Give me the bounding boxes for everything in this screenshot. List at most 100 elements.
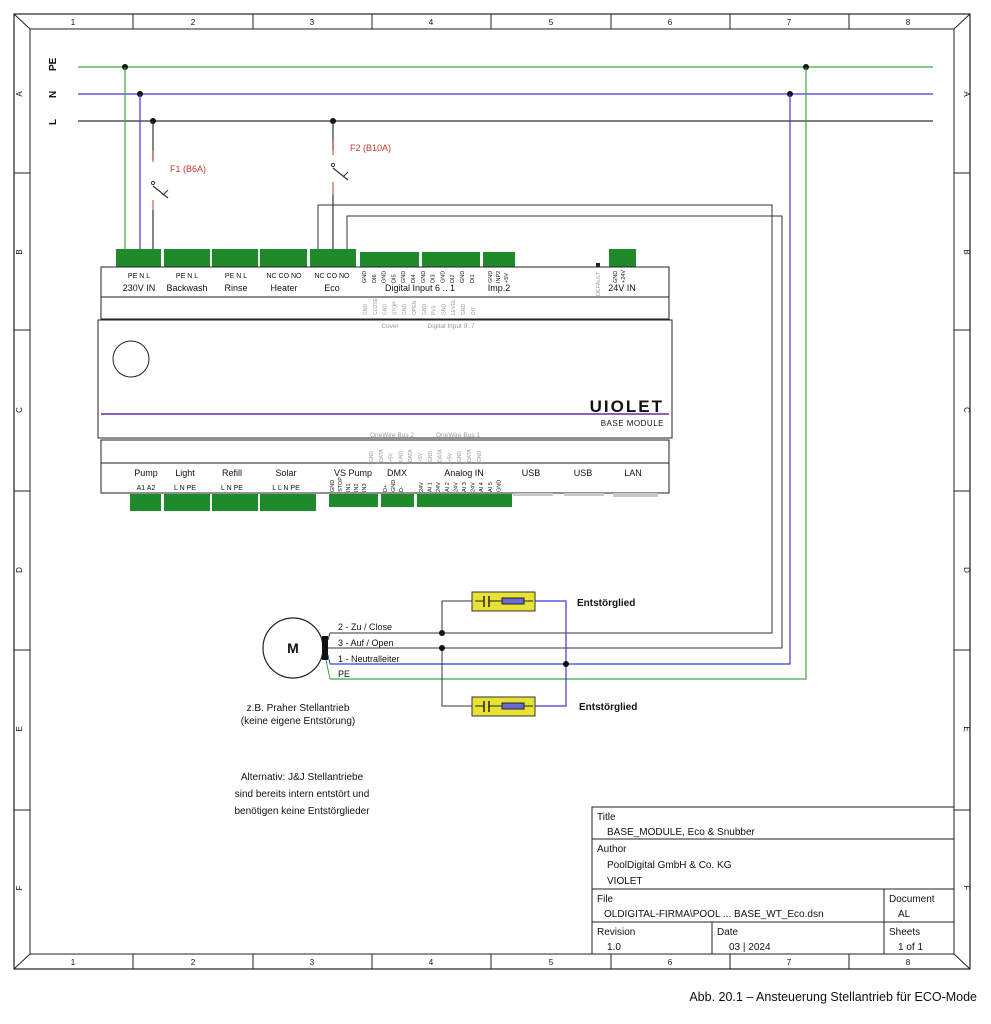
- wire-label-close: 2 - Zu / Close: [338, 622, 392, 632]
- inner-pin-label: DI7: [471, 307, 477, 315]
- onewire-pin-label: +5V: [447, 452, 453, 462]
- analog-pin-label: 24V: [453, 482, 459, 492]
- bottom-label-usb1: USB: [522, 468, 541, 478]
- onewire-pin-label: +5V: [389, 452, 395, 462]
- col-label: 1: [71, 18, 76, 27]
- snubber-label-1: Entstörglied: [577, 598, 635, 609]
- file-value: OLDIGITAL-FIRMA\POOL ... BASE_WT_Eco.dsn: [604, 909, 824, 920]
- column-labels-top: 1 2 3 4 5 6 7 8: [71, 18, 911, 27]
- col-label: 8: [906, 958, 911, 967]
- bottom-label-usb2: USB: [574, 468, 593, 478]
- terminal-label-heater: Heater: [270, 283, 297, 293]
- row-label: F: [15, 885, 24, 890]
- bottom-label-pump: Pump: [134, 468, 158, 478]
- author-value-1: PoolDigital GmbH & Co. KG: [607, 860, 732, 871]
- col-label: 2: [191, 958, 196, 967]
- inner-pin-label: GND: [422, 304, 428, 316]
- vs-pin-label: STOP: [338, 477, 344, 492]
- onewire-pin-label: GND: [457, 451, 463, 463]
- revision-heading: Revision: [597, 927, 635, 938]
- terminal-label-backwash: Backwash: [166, 283, 207, 293]
- imp-label: Imp.2: [488, 283, 511, 293]
- onewire-pin-label: +5V: [418, 452, 424, 462]
- n-rail-label: N: [48, 91, 59, 98]
- terminal-pins: PE N L: [128, 273, 150, 280]
- bottom-label-analog: Analog IN: [444, 468, 484, 478]
- dc-pin-label: +24V: [621, 270, 627, 283]
- solar-pins: L L N PE: [272, 485, 300, 492]
- fuse-f1-label: F1 (B6A): [170, 164, 206, 174]
- figure-caption: Abb. 20.1 – Ansteuerung Stellantrieb für…: [689, 990, 977, 1004]
- motor-label: M: [287, 640, 299, 656]
- dmx-pin-label: GND: [391, 480, 397, 492]
- sheets-value: 1 of 1: [898, 942, 923, 953]
- col-label: 5: [549, 958, 554, 967]
- default-label: DEFAULT: [596, 271, 602, 296]
- inner-pin-label: STOP: [392, 301, 398, 315]
- onewire-pin-label: DATA: [408, 449, 414, 462]
- digital-pin-label: DI6: [372, 274, 378, 283]
- title-value: BASE_MODULE, Eco & Snubber: [607, 827, 756, 838]
- document-heading: Document: [889, 894, 935, 905]
- snubber-circuit: [439, 600, 569, 707]
- row-label: A: [962, 91, 971, 97]
- onewire-pin-label: GND: [477, 451, 483, 463]
- cover-label: Cover: [381, 323, 399, 330]
- column-labels-bottom: 1 2 3 4 5 6 7 8: [71, 958, 911, 967]
- bottom-label-light: Light: [175, 468, 195, 478]
- row-label: E: [962, 726, 971, 731]
- analog-pin-label: 24V: [436, 482, 442, 492]
- inner-pin-label: GND: [383, 304, 389, 316]
- digital-pin-label: GND: [382, 271, 388, 283]
- digital-pin-label: GND: [421, 271, 427, 283]
- fuse-f2-label: F2 (B10A): [350, 143, 391, 153]
- fuse-f2: [330, 121, 349, 250]
- onewire-bus-1-label: OneWire Bus 1: [436, 432, 480, 439]
- vs-pin-label: IN1: [346, 483, 352, 492]
- sheets-heading: Sheets: [889, 927, 920, 938]
- date-value: 03 | 2024: [729, 942, 771, 953]
- inner-pin-label: GND: [363, 304, 369, 316]
- document-value: AL: [898, 909, 911, 920]
- inner-pin-label: GND: [441, 304, 447, 316]
- col-label: 7: [787, 18, 792, 27]
- inner-pin-label: GND: [461, 304, 467, 316]
- col-label: 6: [668, 958, 673, 967]
- digital-pin-label: GND: [362, 271, 368, 283]
- module-top-strip: [100, 266, 670, 298]
- top-terminal-blocks: [116, 249, 636, 268]
- module-bottom-strip: [100, 462, 670, 494]
- row-label: E: [15, 726, 24, 731]
- bottom-label-refill: Refill: [222, 468, 242, 478]
- vs-pin-label: GND: [330, 480, 336, 492]
- col-label: 6: [668, 18, 673, 27]
- analog-pin-label: AI 5: [488, 482, 494, 492]
- violet-logo: UIOLET: [590, 397, 664, 416]
- analog-pin-label: 24V: [471, 482, 477, 492]
- pe-wire: [330, 67, 807, 680]
- column-ticks: [132, 14, 850, 969]
- row-label: C: [15, 407, 24, 413]
- status-led-ring: [112, 340, 150, 378]
- digital-pin-label: GND: [401, 271, 407, 283]
- row-label: A: [15, 91, 24, 97]
- terminal-pins: NC CO NO: [267, 273, 303, 280]
- l-rail-label: L: [48, 119, 59, 125]
- bottom-label-solar: Solar: [275, 468, 296, 478]
- title-heading: Title: [597, 812, 616, 823]
- analog-pin-label: GND: [496, 480, 502, 492]
- wire-label-neutral: 1 - Neutralleiter: [338, 654, 400, 664]
- imp-pin-label: GND: [488, 271, 494, 283]
- bottom-label-dmx: DMX: [387, 468, 407, 478]
- digital-input-label: Digital Input 6 .. 1: [385, 283, 455, 293]
- col-label: 3: [310, 958, 315, 967]
- bottom-terminal-blocks: [130, 494, 512, 511]
- light-pins: L N PE: [174, 485, 196, 492]
- snubber-label-2: Entstörglied: [579, 702, 637, 713]
- pe-rail-label: PE: [48, 57, 59, 71]
- bottom-label-vs-pump: VS Pump: [334, 468, 372, 478]
